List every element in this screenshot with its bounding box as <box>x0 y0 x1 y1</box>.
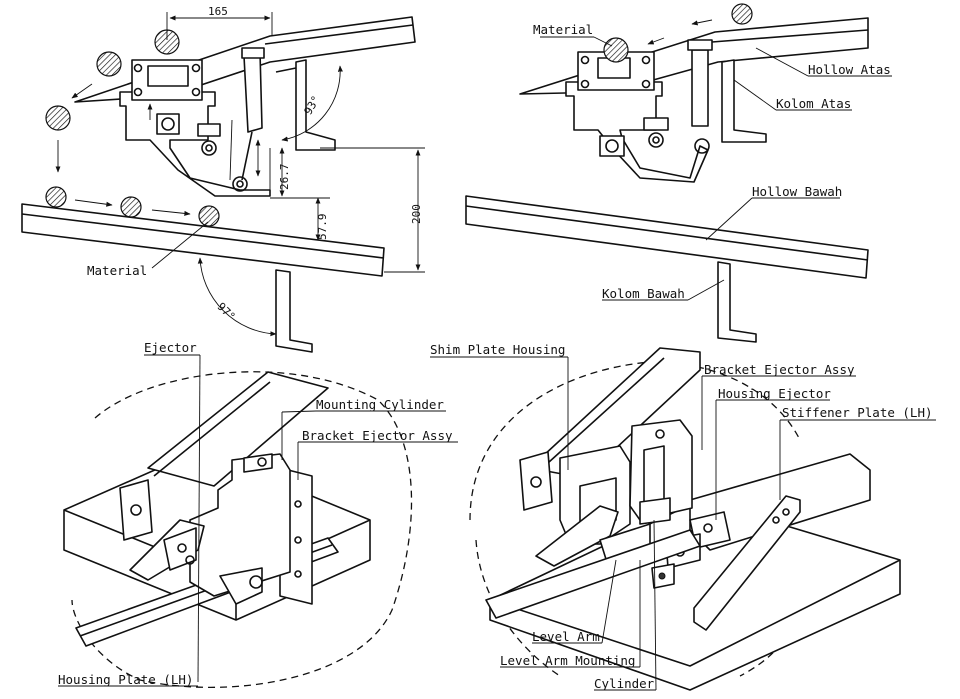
label-kolom-bawah: Kolom Bawah <box>602 286 685 301</box>
bottom-left-iso-view: Ejector Mounting Cylinder Bracket Ejecto… <box>58 340 458 688</box>
label-level-arm: Level Arm <box>532 629 600 644</box>
ejector-assembly-top-left <box>119 47 271 197</box>
top-right-view: Material Hollow Atas Kolom Atas Hollow B… <box>465 3 892 343</box>
label-housing-plate-lh: Housing Plate (LH) <box>58 672 193 687</box>
material-arrows-top-right <box>647 3 753 45</box>
label-stiffener-plate-lh: Stiffener Plate (LH) <box>782 405 933 420</box>
label-hollow-bawah: Hollow Bawah <box>752 184 842 199</box>
label-mounting-cylinder: Mounting Cylinder <box>316 397 444 412</box>
label-material-right: Material <box>533 22 593 37</box>
dimensions-top-left <box>151 12 425 337</box>
label-material-left: Material <box>87 263 147 278</box>
label-cylinder: Cylinder <box>594 676 655 691</box>
material-circles-top-left <box>45 29 261 227</box>
kolom-bawah <box>717 261 757 343</box>
top-left-view: 165 93° 26.7 57.9 200 97° Material <box>21 5 425 353</box>
label-kolom-atas: Kolom Atas <box>776 96 851 111</box>
bottom-right-iso-view: Shim Plate Housing Bracket Ejector Assy … <box>430 342 936 691</box>
label-bracket-ejector-assy-right: Bracket Ejector Assy <box>704 362 855 377</box>
label-shim-plate-housing: Shim Plate Housing <box>430 342 565 357</box>
lower-column <box>275 269 313 353</box>
label-level-arm-mounting: Level Arm Mounting <box>500 653 635 668</box>
label-ejector: Ejector <box>144 340 197 355</box>
label-hollow-atas: Hollow Atas <box>808 62 891 77</box>
lower-hollow-beam <box>21 203 385 277</box>
label-housing-ejector: Housing Ejector <box>718 386 831 401</box>
kolom-atas <box>721 59 767 143</box>
label-bracket-ejector-assy-left: Bracket Ejector Assy <box>302 428 453 443</box>
dimension-200: 200 <box>410 204 423 224</box>
dimension-165: 165 <box>208 5 228 18</box>
dimension-26-7: 26.7 <box>278 164 291 191</box>
ejector-assembly-top-right <box>565 37 713 183</box>
dimension-57-9: 57.9 <box>316 214 329 241</box>
hollow-bawah <box>465 195 869 279</box>
